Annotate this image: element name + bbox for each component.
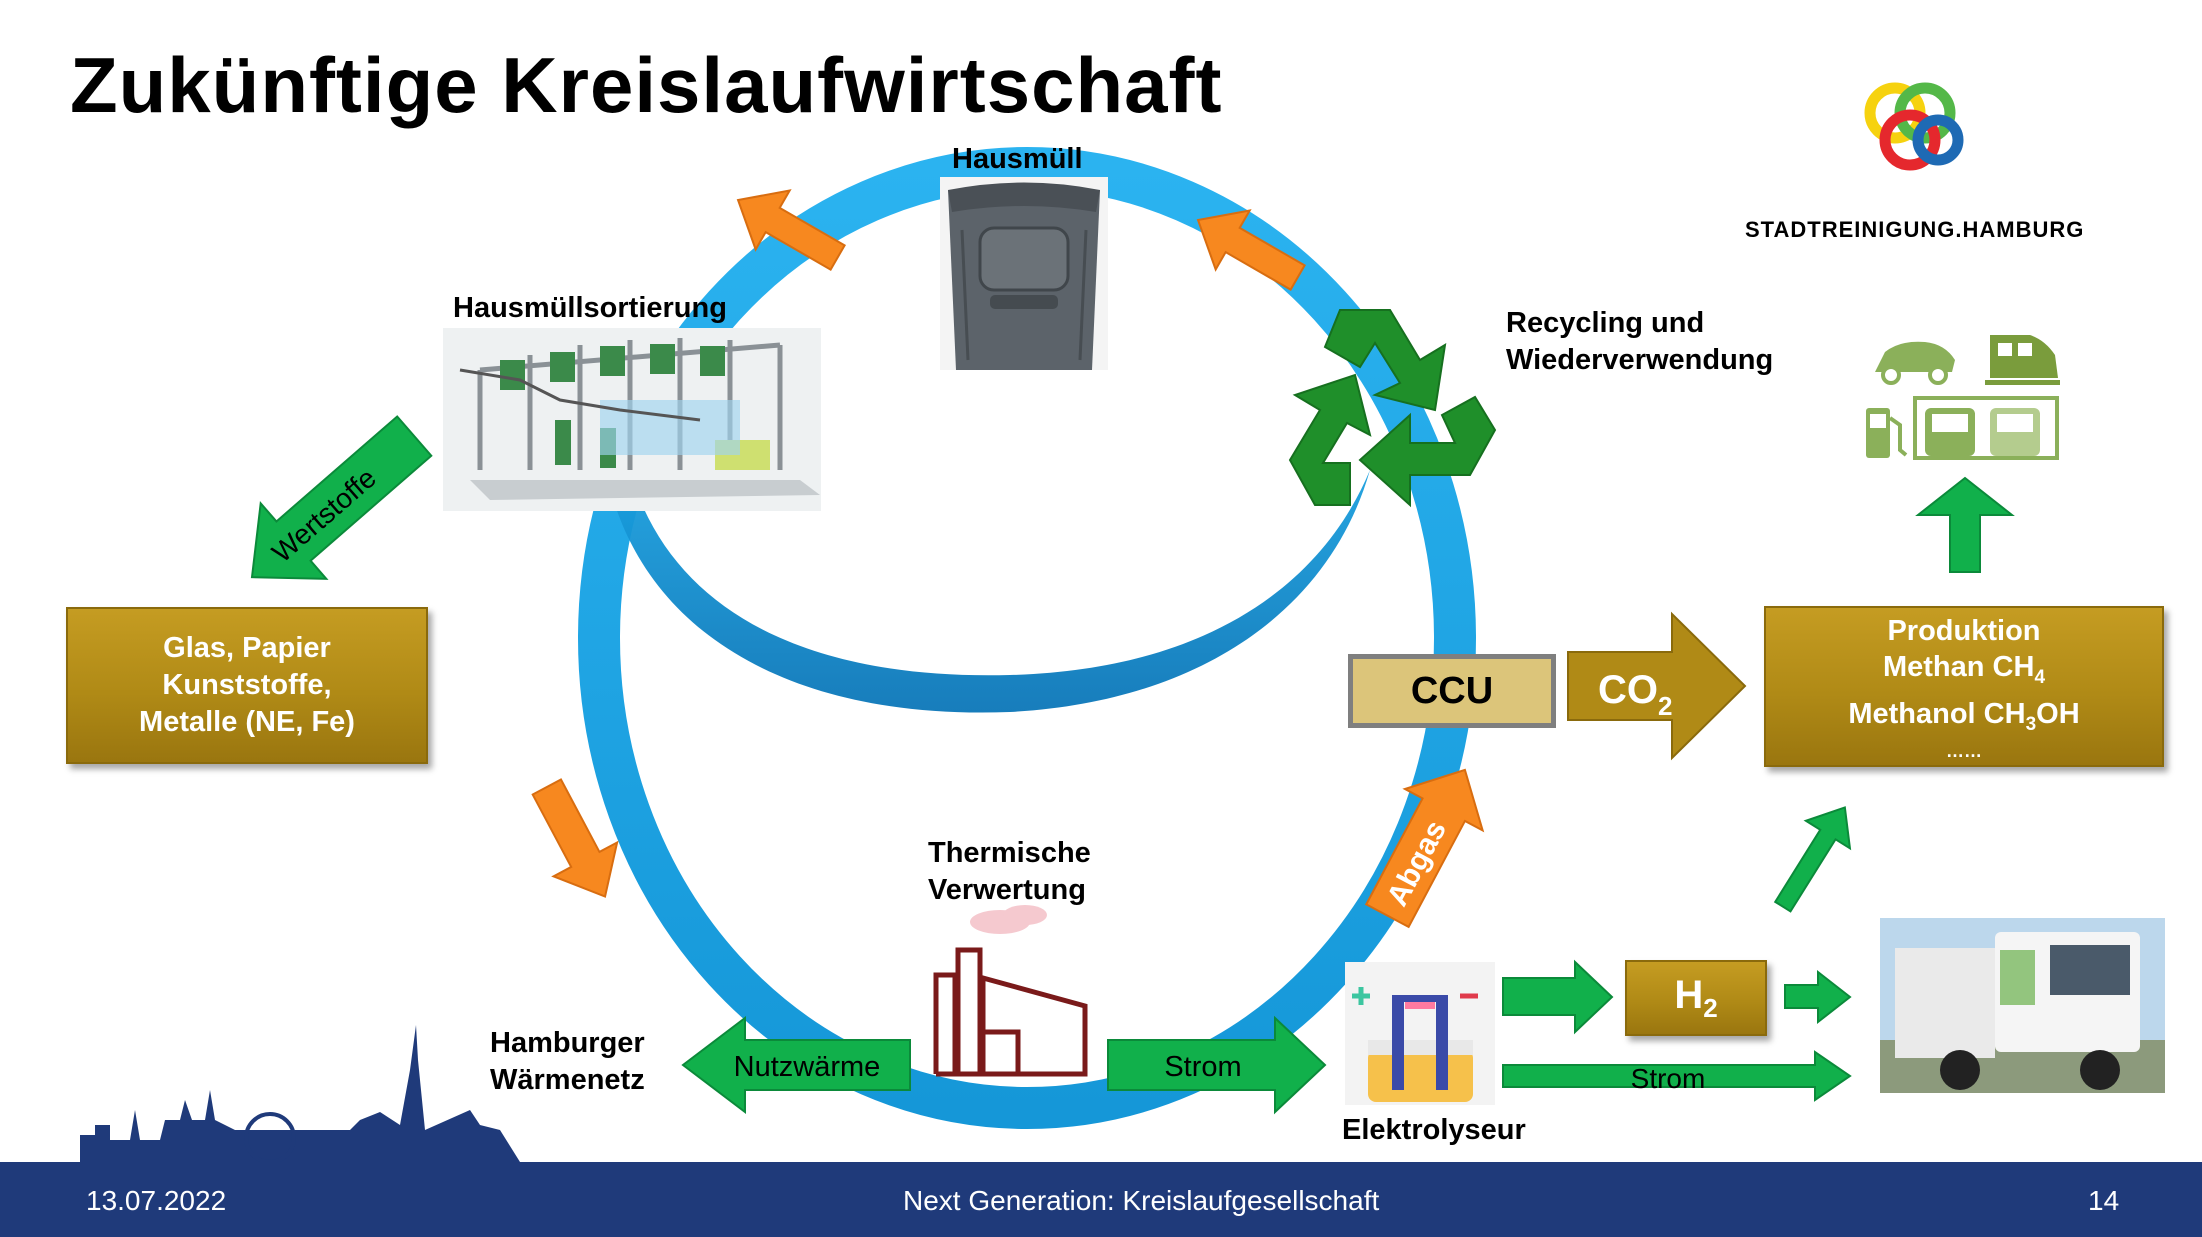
recycle-icon	[1288, 309, 1497, 508]
ccu-box: CCU	[1348, 654, 1556, 728]
stadtreinigung-logo	[1864, 82, 1964, 171]
thermische-label-1: Thermische	[928, 837, 1091, 869]
production-line-1: Methan CH4	[1882, 650, 2046, 688]
recycling-label-1: Recycling und	[1506, 307, 1705, 339]
brand-name: STADTREINIGUNG.HAMBURG	[1745, 217, 2085, 242]
bus-station-icon	[1913, 396, 2059, 460]
wertstoffe-arrow: Wertstoffe	[250, 415, 433, 580]
footer-date: 13.07.2022	[86, 1185, 227, 1216]
elektrolyseur-label: Elektrolyseur	[1342, 1114, 1526, 1146]
nutzwaerme-arrow: Nutzwärme	[681, 1015, 911, 1115]
fuel-pump-icon	[1866, 408, 1908, 458]
footer-bar	[0, 1162, 2202, 1237]
materials-line-2: Kunststoffe,	[162, 669, 332, 701]
arrow-h2-to-truck	[1784, 969, 1852, 1025]
materials-box: Glas, Papier Kunststoffe, Metalle (NE, F…	[66, 607, 428, 764]
production-line-3: ……	[1946, 741, 1982, 762]
cycle-inner-swoop	[615, 470, 1370, 713]
production-title: Produktion	[1887, 614, 2041, 647]
train-icon	[1985, 335, 2060, 385]
production-box: Produktion Methan CH4 Methanol CH3OH ……	[1764, 606, 2164, 767]
hausmuell-label: Hausmüll	[952, 143, 1083, 175]
orange-arrow-top-left	[736, 189, 846, 271]
arrow-up-right	[1773, 806, 1852, 913]
sorting-plant-icon	[443, 328, 821, 511]
footer-page-number: 14	[2088, 1185, 2120, 1216]
footer-title: Next Generation: Kreislaufgesellschaft	[903, 1185, 1380, 1216]
skyline-icon	[80, 1025, 520, 1164]
co2-arrow: CO2	[1567, 611, 1747, 761]
recycling-label-2: Wiederverwendung	[1506, 344, 1774, 376]
orange-arrow-top-right	[1196, 209, 1306, 291]
strom-arrow-2: Strom	[1502, 1050, 1852, 1102]
sortierung-label: Hausmüllsortierung	[453, 292, 727, 324]
orange-arrow-left	[531, 778, 619, 898]
car-icon	[1875, 341, 1955, 385]
strom-label-1: Strom	[1164, 1051, 1241, 1083]
arrow-up-vehicles	[1915, 476, 2015, 573]
production-line-2: Methanol CH3OH	[1848, 697, 2080, 735]
strom-label-2: Strom	[1631, 1063, 1706, 1094]
truck-photo	[1880, 918, 2165, 1093]
h2-box: H2	[1625, 960, 1767, 1036]
co2-label: CO2	[1598, 668, 1672, 721]
h2-label: H2	[1674, 972, 1718, 1023]
strom-arrow-1: Strom	[1107, 1015, 1327, 1115]
materials-line-3: Metalle (NE, Fe)	[139, 706, 355, 738]
materials-line-1: Glas, Papier	[163, 632, 331, 664]
ccu-label: CCU	[1410, 669, 1494, 712]
nutzwaerme-label: Nutzwärme	[734, 1051, 881, 1083]
slide-title: Zukünftige Kreislaufwirtschaft	[70, 41, 1223, 129]
factory-icon	[933, 905, 1088, 1077]
hamburger-label-1: Hamburger	[490, 1027, 645, 1059]
cycle-ring	[578, 147, 1476, 1129]
arrow-to-h2	[1502, 959, 1614, 1035]
thermische-label-2: Verwertung	[928, 874, 1086, 906]
electrolyzer-icon	[1345, 962, 1495, 1105]
hamburger-label-2: Wärmenetz	[490, 1064, 645, 1096]
waste-bin-icon	[940, 177, 1108, 370]
